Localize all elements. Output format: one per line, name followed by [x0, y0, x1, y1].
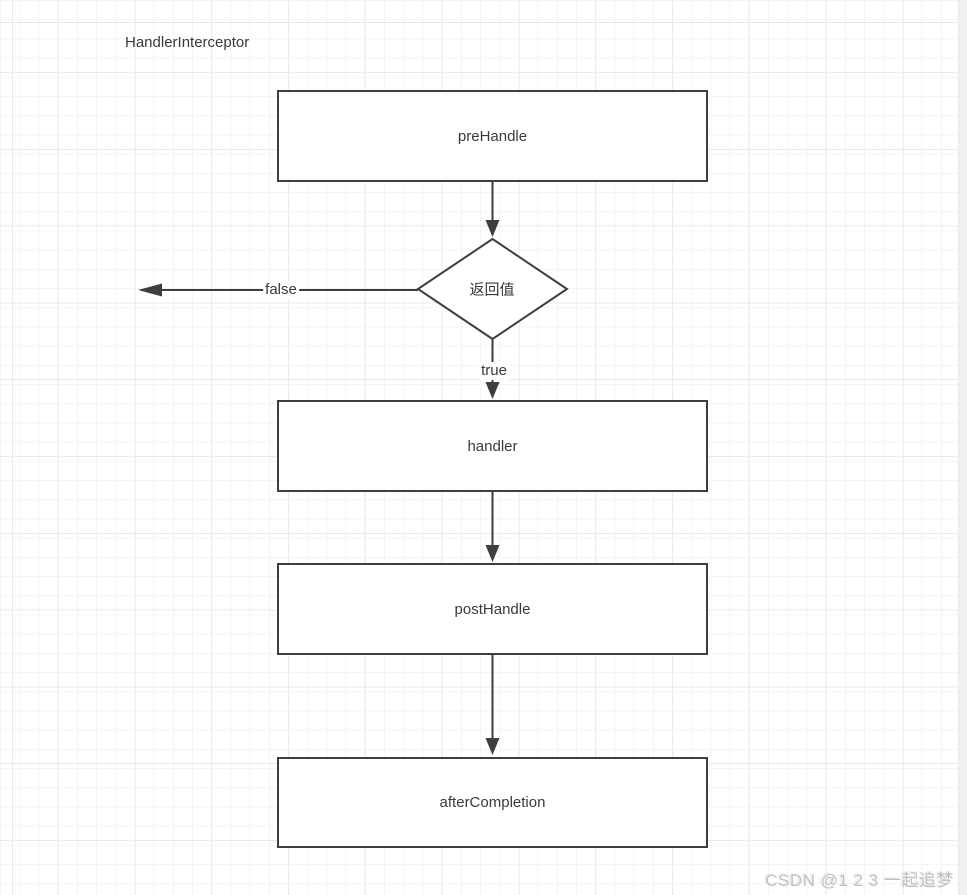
edge-label-false[interactable]: false	[263, 281, 299, 299]
node-handler[interactable]: handler	[277, 400, 708, 492]
canvas-right-edge	[958, 0, 967, 895]
node-posthandle-label: postHandle	[454, 600, 531, 618]
node-aftercompletion[interactable]: afterCompletion	[277, 757, 708, 848]
arrowhead-into-aftercompletion[interactable]	[485, 738, 500, 755]
arrowhead-false-left[interactable]	[138, 283, 162, 297]
diagram-title[interactable]: HandlerInterceptor	[125, 34, 250, 51]
node-decision-label: 返回值	[469, 281, 515, 299]
node-aftercompletion-label: afterCompletion	[439, 794, 546, 811]
arrowhead-into-decision[interactable]	[485, 220, 500, 237]
edge-label-true[interactable]: true	[479, 362, 509, 380]
node-decision[interactable]: 返回值	[469, 279, 514, 300]
arrowhead-into-posthandle[interactable]	[485, 545, 500, 562]
node-handler-label: handler	[467, 437, 518, 455]
node-posthandle[interactable]: postHandle	[277, 563, 708, 655]
node-prehandle[interactable]: preHandle	[277, 90, 708, 182]
csdn-watermark: CSDN @1 2 3 一起追梦	[765, 871, 954, 890]
node-prehandle-label: preHandle	[457, 127, 528, 145]
arrowhead-into-handler[interactable]	[485, 382, 500, 399]
